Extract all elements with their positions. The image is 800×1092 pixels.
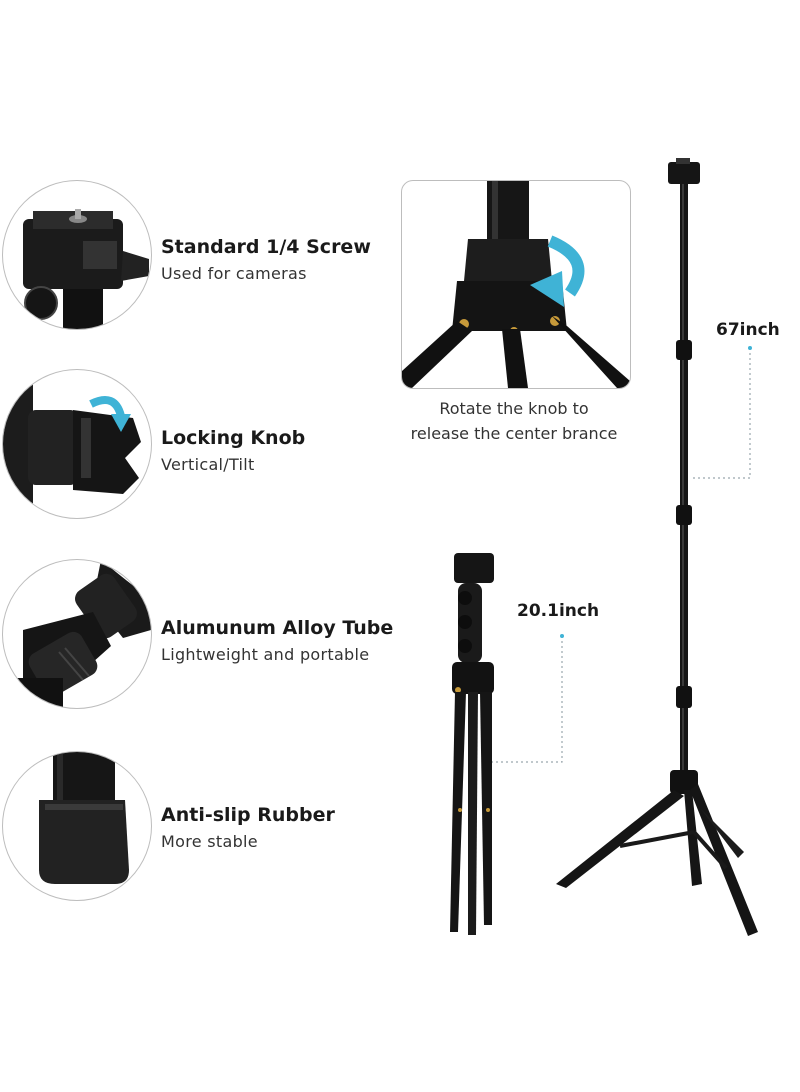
feature-image-alloy-tube [2,559,152,709]
feature-subtitle: More stable [161,832,258,851]
folded-tripod [450,553,494,935]
caption-line: release the center brance [410,424,618,443]
feature-image-locking-knob [2,369,152,519]
feature-title: Locking Knob [161,427,306,449]
feature-image-screw-mount [2,180,152,330]
feature-title: Anti-slip Rubber [161,804,335,826]
feature-image-rubber-foot [2,751,152,901]
feature-subtitle: Lightweight and portable [161,645,370,664]
dimension-lines [492,348,751,763]
inset-caption: Rotate the knob to release the center br… [394,396,634,446]
feature-title: Alumunum Alloy Tube [161,617,394,639]
feature-title: Standard 1/4 Screw [161,236,371,258]
folded-height-label: 20.1inch [517,601,600,621]
feature-subtitle: Used for cameras [161,264,307,283]
center-brace-closeup [401,180,631,389]
caption-line: Rotate the knob to [439,399,589,418]
extended-tripod [556,158,758,936]
feature-subtitle: Vertical/Tilt [161,455,255,474]
extended-height-label: 67inch [716,320,780,340]
